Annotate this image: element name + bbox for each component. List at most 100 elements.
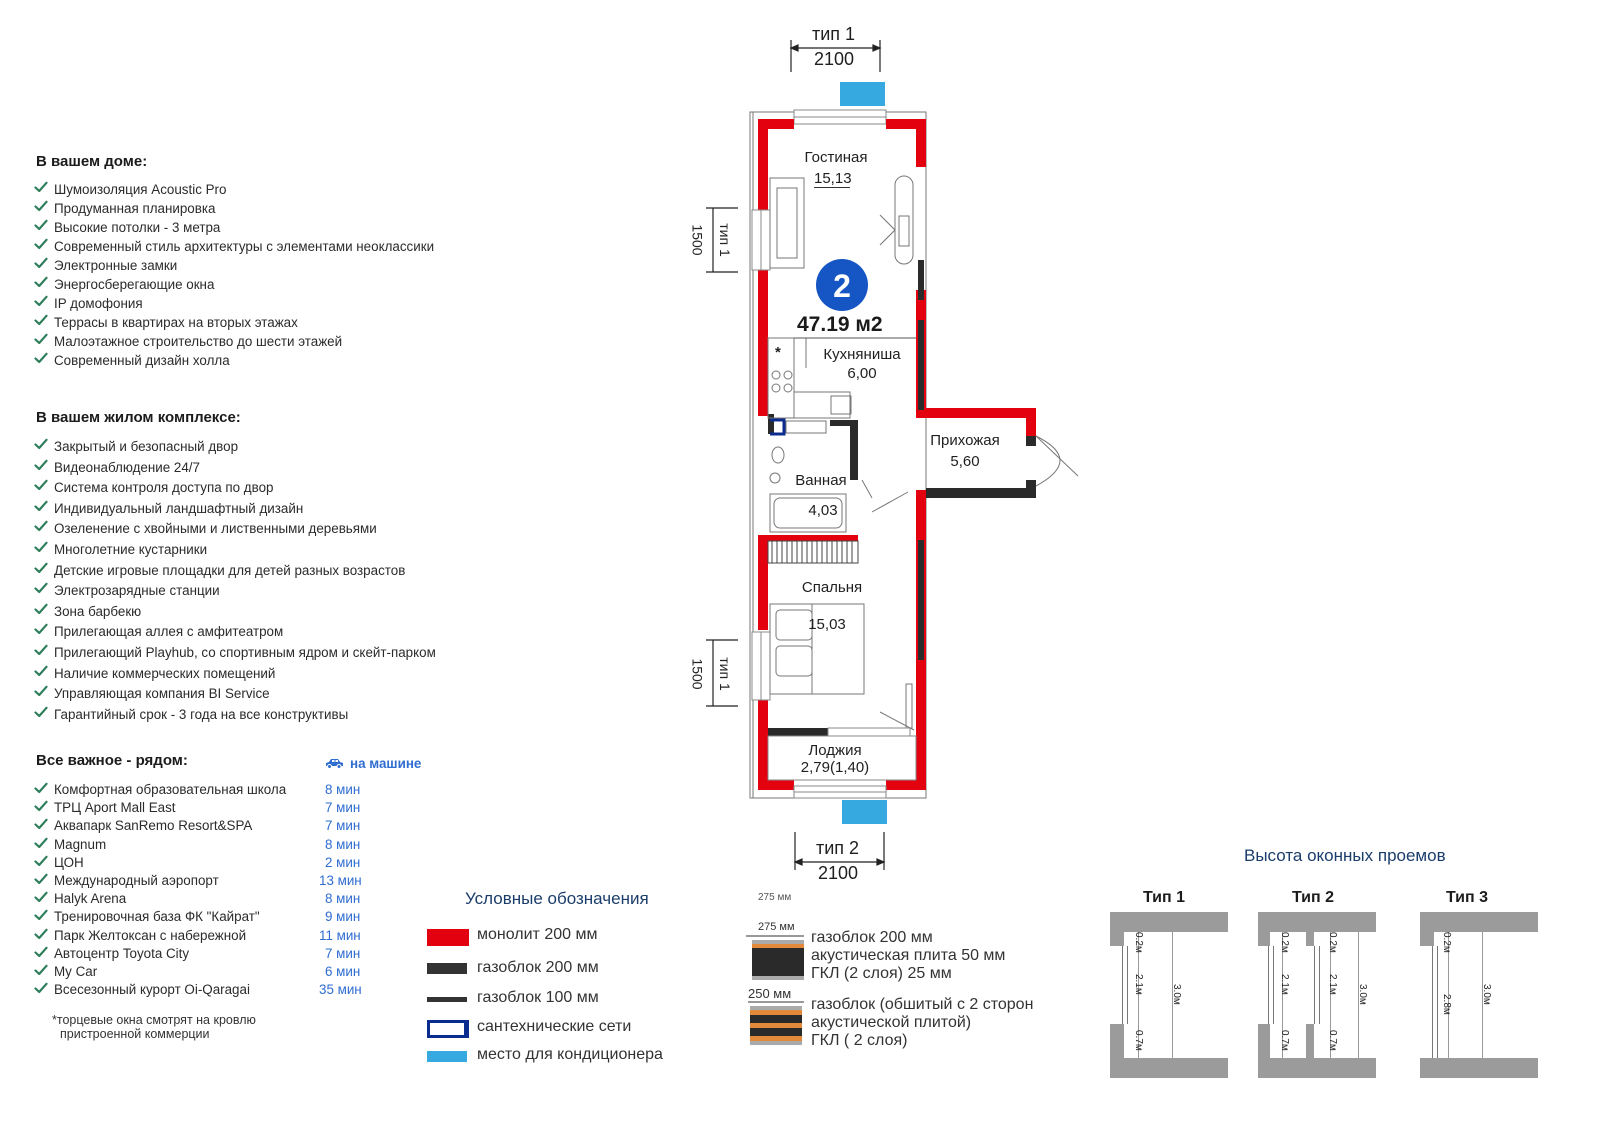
bath-area: 4,03: [808, 502, 838, 519]
footnote: *торцевые окна смотрят на кровлю пристро…: [52, 1013, 256, 1041]
window-glass: [1432, 946, 1438, 1058]
ac-place-bottom: [842, 800, 887, 824]
check-icon: [34, 910, 48, 921]
check-icon: [34, 873, 48, 885]
wall-pier: [1258, 932, 1270, 946]
wall-slab-top: [1420, 912, 1538, 932]
complex-feature-item: Гарантийный срок - 3 года на все констру…: [34, 705, 436, 726]
complex-feature-item: Видеонаблюдение 24/7: [34, 458, 436, 479]
living-room-label: Гостиная 15,13: [796, 149, 876, 188]
legend-label-gasblock-200: газоблок 200 мм: [477, 959, 599, 976]
complex-feature-item: Индивидуальный ландшафтный дизайн: [34, 499, 436, 520]
travel-time: 9 мин: [325, 909, 361, 925]
window-type-3-diagram: 0.2м 2.8м 3.0м: [1420, 912, 1538, 1078]
complex-feature-item-text: Прилегающая аллея с амфитеатром: [54, 624, 284, 640]
loggia-area: 2,79(1,40): [800, 759, 870, 776]
nearby-place-item-text: Автоцентр Toyota City: [54, 945, 190, 961]
hall-label: Прихожая 5,60: [920, 432, 1010, 470]
ac-place-top: [840, 82, 885, 106]
travel-time: 7 мин: [325, 818, 361, 834]
dim-line: [1172, 932, 1173, 1058]
check-icon: [34, 855, 48, 866]
house-feature-item-text: Малоэтажное строительство до шести этаже…: [54, 334, 343, 349]
check-icon: [34, 200, 48, 212]
wall-type-2-line-3: ГКЛ ( 2 слоя): [811, 1032, 908, 1049]
complex-feature-item-text: Прилегающий Playhub, со спортивным ядром…: [54, 644, 436, 660]
nearby-place-item-text: My Car: [54, 963, 98, 979]
nearby-place-item-text: Magnum: [54, 836, 107, 852]
nearby-place-item: Magnum: [34, 836, 286, 854]
complex-feature-item: Наличие коммерческих помещений: [34, 664, 436, 685]
house-feature-item: Высокие потолки - 3 метра: [34, 218, 434, 237]
complex-feature-item: Многолетние кустарники: [34, 540, 436, 561]
complex-feature-item: Детские игровые площадки для детей разны…: [34, 561, 436, 582]
nearby-place-item: Тренировочная база ФК "Кайрат": [34, 908, 286, 926]
by-car-header: на машине: [324, 756, 421, 771]
wall-pier: [1110, 932, 1124, 946]
left-lower-dim-labels: 1500 тип 1: [690, 640, 736, 706]
living-room-name: Гостиная: [804, 149, 868, 166]
window-type-1-middle: 2.1м: [1133, 974, 1144, 995]
window-type-3-middle: 2.8м: [1441, 994, 1452, 1015]
house-feature-item: Современный стиль архитектуры с элемента…: [34, 237, 434, 256]
check-icon: [34, 819, 48, 830]
wall-type-1-line-2: акустическая плита 50 мм: [811, 947, 1006, 964]
tv-unit: [879, 175, 914, 265]
plumbing-riser: [770, 418, 786, 436]
check-icon: [34, 706, 48, 717]
dim-line: [1282, 932, 1283, 1058]
hall-name: Прихожая: [930, 432, 1000, 449]
check-icon: [34, 257, 48, 269]
window-type-1-bottom: 0.7м: [1133, 1030, 1144, 1051]
check-icon: [34, 928, 48, 939]
house-feature-item: IP домофония: [34, 294, 434, 313]
top-window-type: тип 1: [812, 24, 856, 44]
legend-label-monolith: монолит 200 мм: [477, 926, 598, 943]
window-glass: [1268, 946, 1274, 1024]
house-section-title: В вашем доме:: [36, 153, 148, 170]
complex-feature-item: Зона барбекю: [34, 602, 436, 623]
bathroom-fixtures: [769, 420, 847, 533]
complex-feature-item: Прилегающий Playhub, со спортивным ядром…: [34, 643, 436, 664]
legend-label-plumbing: сантехнические сети: [477, 1018, 632, 1035]
wall-slab-bottom: [1420, 1058, 1538, 1078]
travel-time: 7 мин: [325, 800, 361, 816]
complex-feature-item: Электрозарядные станции: [34, 581, 436, 602]
check-icon: [34, 521, 48, 532]
check-icon: [34, 438, 48, 450]
house-feature-item: Малоэтажное строительство до шести этаже…: [34, 332, 434, 351]
window-type-1-total: 3.0м: [1171, 984, 1182, 1005]
legend-swatch-monolith: [427, 929, 469, 946]
kitchen-mark: *: [775, 344, 781, 361]
complex-feature-item-text: Управляющая компания BI Service: [54, 686, 270, 702]
check-icon: [34, 782, 48, 794]
nearby-section-title: Все важное - рядом:: [36, 752, 188, 769]
footnote-line-2: пристроенной коммерции: [60, 1027, 210, 1041]
check-icon: [34, 891, 48, 903]
house-feature-item-text: Высокие потолки - 3 метра: [54, 220, 221, 235]
house-feature-item-text: Продуманная планировка: [54, 201, 216, 216]
loggia-name: Лоджия: [808, 742, 862, 759]
check-icon: [34, 837, 48, 848]
complex-feature-item-text: Озеленение с хвойными и лиственными дере…: [54, 521, 377, 537]
nearby-place-item-text: Комфортная образовательная школа: [54, 782, 287, 797]
rooms-count-badge: [816, 259, 868, 311]
bedroom-area: 15,03: [808, 616, 846, 633]
check-icon: [34, 500, 48, 511]
nearby-place-item: Halyk Arena: [34, 890, 286, 908]
kitchen-label: Кухняниша 6,00: [814, 346, 910, 382]
complex-feature-item: Закрытый и безопасный двор: [34, 437, 436, 458]
doors: [861, 435, 1079, 731]
check-icon: [34, 459, 48, 470]
travel-time: 8 мин: [325, 836, 361, 852]
complex-feature-item: Прилегающая аллея с амфитеатром: [34, 622, 436, 643]
house-feature-item-text: Террасы в квартирах на вторых этажах: [54, 315, 298, 330]
wall-slab-top: [1110, 912, 1228, 932]
wall-type-1-icon: [746, 935, 804, 980]
dim-line: [1358, 932, 1359, 1058]
check-icon: [34, 219, 48, 231]
total-area: 47.19 м2: [797, 313, 883, 336]
window-type-2-top-b: 0.2м: [1327, 932, 1338, 953]
wall-pier: [1306, 932, 1314, 946]
